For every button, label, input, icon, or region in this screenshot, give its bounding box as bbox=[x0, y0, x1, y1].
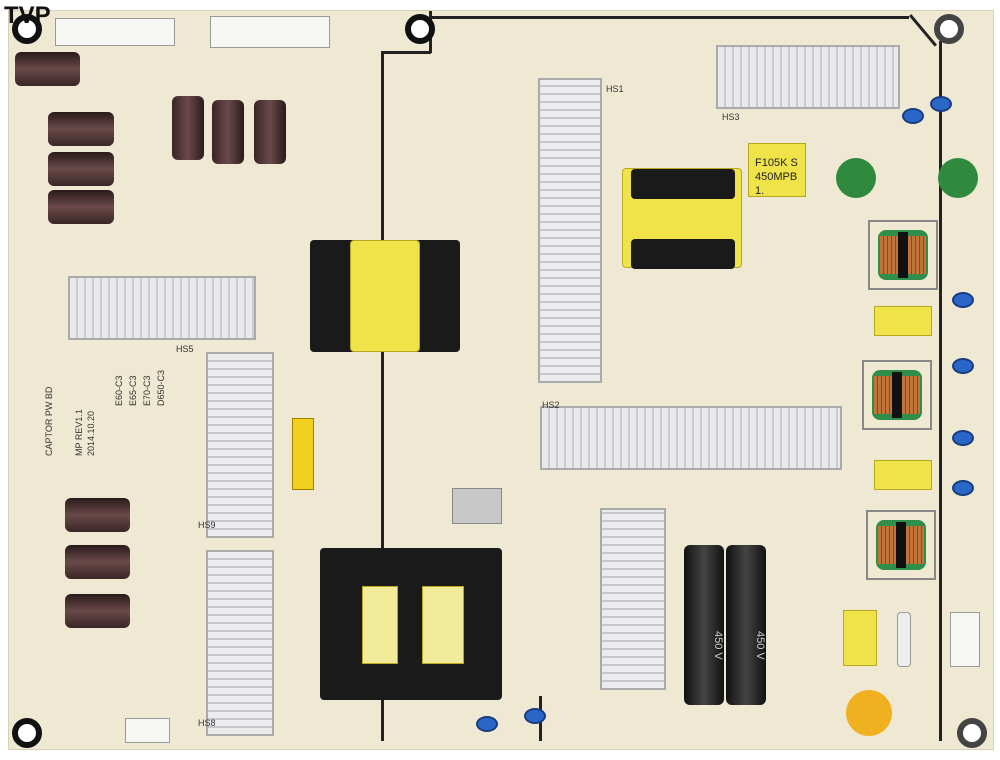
heatsink-hs1 bbox=[538, 78, 602, 383]
x-capacitor: F105K S 450MPB 1. bbox=[748, 143, 806, 197]
y-capacitor bbox=[476, 716, 498, 732]
jumper-label: E60-C3 bbox=[114, 375, 124, 406]
heatsink-label: HS8 bbox=[198, 718, 216, 728]
heatsink-label: HS1 bbox=[606, 84, 624, 94]
electrolytic-capacitor bbox=[172, 96, 204, 160]
electrolytic-capacitor bbox=[65, 545, 130, 579]
common-mode-choke bbox=[868, 220, 938, 290]
transformer bbox=[310, 240, 460, 352]
x-capacitor-label: F105K S bbox=[755, 157, 798, 169]
film-capacitor bbox=[843, 610, 877, 666]
y-capacitor bbox=[952, 358, 974, 374]
mounting-hole bbox=[934, 14, 964, 44]
bulk-capacitor: 450 V bbox=[684, 545, 724, 705]
isolation-trace bbox=[939, 41, 942, 741]
input-connector bbox=[950, 612, 980, 667]
isolation-trace bbox=[381, 51, 431, 54]
y-capacitor bbox=[902, 108, 924, 124]
relay bbox=[452, 488, 502, 524]
isolation-trace bbox=[429, 16, 909, 19]
heatsink-hs3 bbox=[716, 45, 900, 109]
x-capacitor-label: 450MPB 1. bbox=[755, 171, 798, 197]
varistor bbox=[938, 158, 978, 198]
output-connector bbox=[55, 18, 175, 46]
isolation-trace bbox=[909, 14, 938, 47]
heatsink-hs8 bbox=[206, 550, 274, 736]
board-date: 2014.10.20 bbox=[86, 410, 96, 456]
heatsink-hs2 bbox=[540, 406, 842, 470]
common-mode-choke bbox=[866, 510, 936, 580]
electrolytic-capacitor bbox=[48, 112, 114, 146]
heatsink-hs5 bbox=[68, 276, 256, 340]
varistor bbox=[836, 158, 876, 198]
jumper-label: E65-C3 bbox=[128, 375, 138, 406]
jumper-label: E70-C3 bbox=[142, 375, 152, 406]
mounting-hole bbox=[957, 718, 987, 748]
electrolytic-capacitor bbox=[212, 100, 244, 164]
electrolytic-capacitor bbox=[254, 100, 286, 164]
common-mode-choke bbox=[862, 360, 932, 430]
isolation-trace bbox=[381, 51, 384, 741]
barcode-sticker bbox=[292, 418, 314, 490]
film-capacitor bbox=[874, 460, 932, 490]
heatsink-label: HS2 bbox=[542, 400, 560, 410]
output-connector bbox=[210, 16, 330, 48]
board-revision: MP REV1.1 bbox=[74, 409, 84, 456]
electrolytic-capacitor bbox=[65, 594, 130, 628]
heatsink bbox=[600, 508, 666, 690]
y-capacitor bbox=[952, 480, 974, 496]
electrolytic-capacitor bbox=[65, 498, 130, 532]
electrolytic-capacitor bbox=[48, 190, 114, 224]
fuse bbox=[897, 612, 911, 667]
thermistor bbox=[846, 690, 892, 736]
output-connector bbox=[125, 718, 170, 743]
transformer bbox=[622, 168, 742, 269]
board-name: CAPTOR PW BD bbox=[44, 386, 54, 456]
y-capacitor bbox=[524, 708, 546, 724]
y-capacitor bbox=[930, 96, 952, 112]
y-capacitor bbox=[952, 430, 974, 446]
jumper-label: D650-C3 bbox=[156, 369, 166, 406]
corner-label: TVP bbox=[4, 2, 51, 29]
electrolytic-capacitor bbox=[48, 152, 114, 186]
y-capacitor bbox=[952, 292, 974, 308]
heatsink-label: HS9 bbox=[198, 520, 216, 530]
mounting-hole bbox=[12, 14, 42, 44]
mounting-hole bbox=[405, 14, 435, 44]
bulk-capacitor: 450 V bbox=[726, 545, 766, 705]
electrolytic-capacitor bbox=[15, 52, 80, 86]
main-transformer bbox=[320, 548, 502, 700]
mounting-hole bbox=[12, 718, 42, 748]
film-capacitor bbox=[874, 306, 932, 336]
heatsink-hs9 bbox=[206, 352, 274, 538]
heatsink-label: HS3 bbox=[722, 112, 740, 122]
heatsink-label: HS5 bbox=[176, 344, 194, 354]
